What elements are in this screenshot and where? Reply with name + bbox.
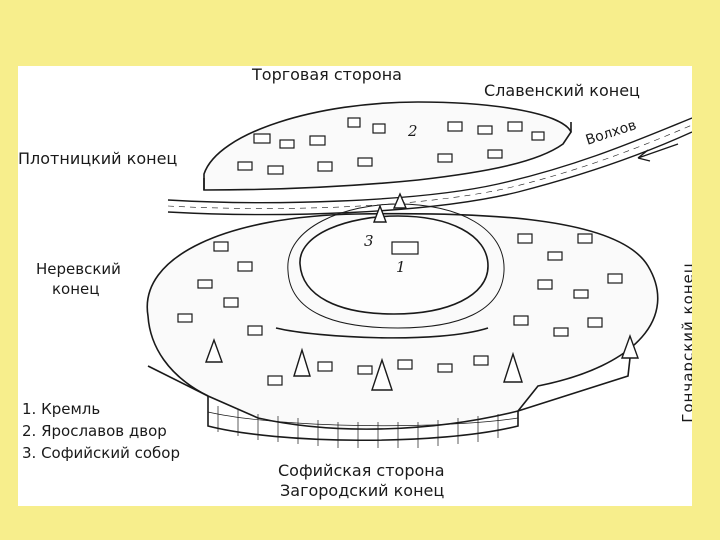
torgovaya-wall: [204, 102, 571, 190]
label-nerevsky-line2: конец: [52, 280, 99, 298]
label-goncharsky-konets: Гончарский конец: [679, 262, 692, 423]
label-sofiyskaya-storona: Софийская сторона: [278, 462, 445, 480]
map-number-2: 2: [408, 122, 418, 140]
map-panel: Торговая сторона Славенский конец Волхов…: [18, 66, 692, 506]
label-plotnitsky-konets: Плотницкий конец: [18, 150, 177, 168]
label-torgovaya-storona: Торговая сторона: [252, 66, 402, 84]
label-slavensky-konets: Славенский конец: [484, 82, 640, 100]
map-number-1: 1: [396, 258, 406, 276]
label-zagorodsky-konets: Загородский конец: [280, 482, 444, 500]
label-nerevsky-line1: Неревский: [36, 260, 121, 278]
map-number-3: 3: [364, 232, 374, 250]
legend-item: 2. Ярославов двор: [22, 420, 180, 442]
legend: 1. Кремль 2. Ярославов двор 3. Софийский…: [22, 398, 180, 464]
legend-item: 1. Кремль: [22, 398, 180, 420]
kremlin-wall: [300, 216, 488, 314]
legend-item: 3. Софийский собор: [22, 442, 180, 464]
